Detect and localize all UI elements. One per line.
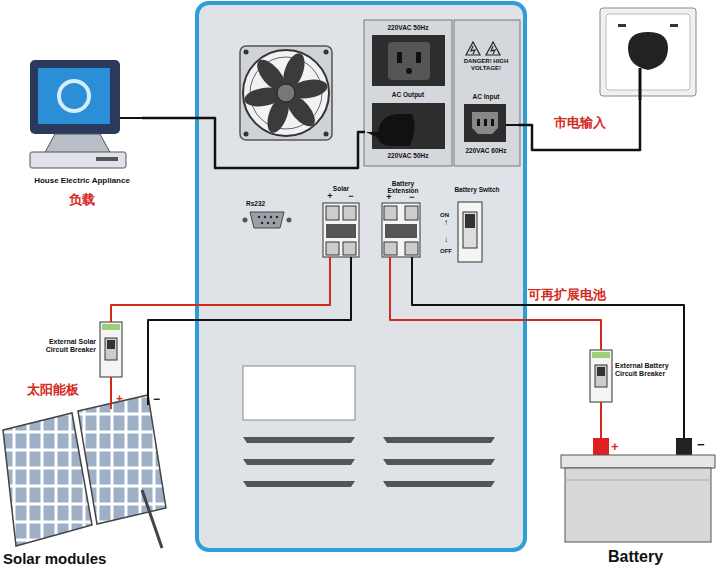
node-label: Battery Switch	[448, 186, 506, 193]
node-label: −	[346, 192, 356, 202]
node-label: −	[153, 393, 163, 406]
panel-label: ↑	[444, 219, 454, 228]
battery-extension-node: Battery Extension+ −	[378, 180, 428, 257]
node-label: ON	[440, 212, 456, 219]
node-label: 市电输入	[554, 116, 624, 130]
battery-body	[561, 438, 715, 542]
vent-slots	[243, 437, 495, 487]
node-label: Battery Extension	[378, 180, 428, 194]
node-label: 220VAC 50Hz	[365, 152, 451, 159]
battery-switch	[458, 202, 482, 262]
wire	[148, 257, 351, 405]
node-label: AC Input	[454, 93, 518, 100]
battery-extension-breaker	[382, 203, 420, 257]
node-label: AC Output	[365, 91, 451, 98]
inverter-cabinet	[197, 3, 525, 550]
node-label: −	[407, 193, 417, 203]
wire	[390, 257, 601, 350]
cooling-fan	[240, 46, 332, 140]
node-label: Solar	[320, 185, 362, 192]
wire	[600, 402, 602, 438]
node-label: +	[116, 393, 126, 406]
external-solar-breaker-node: External Solar Circuit Breaker	[100, 322, 122, 377]
solar-breaker	[323, 203, 359, 257]
panel-label: ↓	[444, 236, 454, 245]
ac-input-panel	[454, 20, 520, 166]
node-label: 220VAC 50Hz	[365, 24, 451, 31]
battery-node: +−Battery	[560, 438, 715, 542]
ac-output-socket-top	[372, 35, 445, 86]
display-window	[243, 366, 355, 420]
appliance-node: House Electric Appliance 负载	[22, 55, 142, 205]
panel-label: Rs232	[246, 200, 286, 207]
node-label: DANGER! HIGH VOLTAGE!	[456, 58, 516, 71]
wire	[110, 377, 112, 405]
node-label: −	[697, 438, 707, 452]
solar-breaker-node: Solar+ −	[320, 185, 362, 257]
ac-input-node: DANGER! HIGH VOLTAGE! AC Input 220VAC 60Hz	[454, 22, 518, 162]
wall-socket	[600, 8, 696, 100]
ac-output-node: 220VAC 50Hz AC Output 220VAC 50Hz	[365, 22, 451, 164]
node-label: External Solar Circuit Breaker	[34, 338, 96, 353]
node-label: 太阳能板	[27, 383, 97, 397]
mains-socket-node: 市电输入	[598, 8, 698, 100]
external-solar-breaker	[100, 322, 122, 377]
battery-switch-node: Battery SwitchON OFF	[440, 186, 506, 266]
node-label: House Electric Appliance	[22, 177, 142, 186]
iec-inlet	[464, 104, 518, 142]
external-battery-breaker-node: External Battery Circuit Breaker	[590, 350, 612, 402]
node-label: 负载	[22, 193, 142, 207]
node-label: +	[611, 440, 621, 454]
solar-panels	[3, 395, 166, 548]
node-label: +	[325, 192, 335, 202]
node-label: 220VAC 60Hz	[454, 147, 518, 154]
wire	[412, 257, 684, 438]
rs232-port	[243, 212, 292, 228]
danger-symbol	[466, 42, 500, 55]
wire	[111, 257, 330, 322]
ac-output-socket-bottom	[366, 103, 445, 149]
wire-label: 可再扩展电池	[528, 288, 606, 302]
solar-modules-node: 太阳能板+−Solar modules	[3, 405, 163, 565]
socket-panel	[364, 20, 452, 166]
wire	[142, 118, 365, 168]
node-label: OFF	[440, 248, 456, 255]
appliance-monitor	[30, 60, 142, 168]
node-label: External Battery Circuit Breaker	[615, 362, 677, 377]
node-label: +	[384, 193, 394, 203]
wire	[518, 100, 640, 150]
node-label: Solar modules	[3, 551, 133, 568]
external-battery-breaker	[590, 350, 612, 402]
node-label: Battery	[608, 548, 688, 566]
